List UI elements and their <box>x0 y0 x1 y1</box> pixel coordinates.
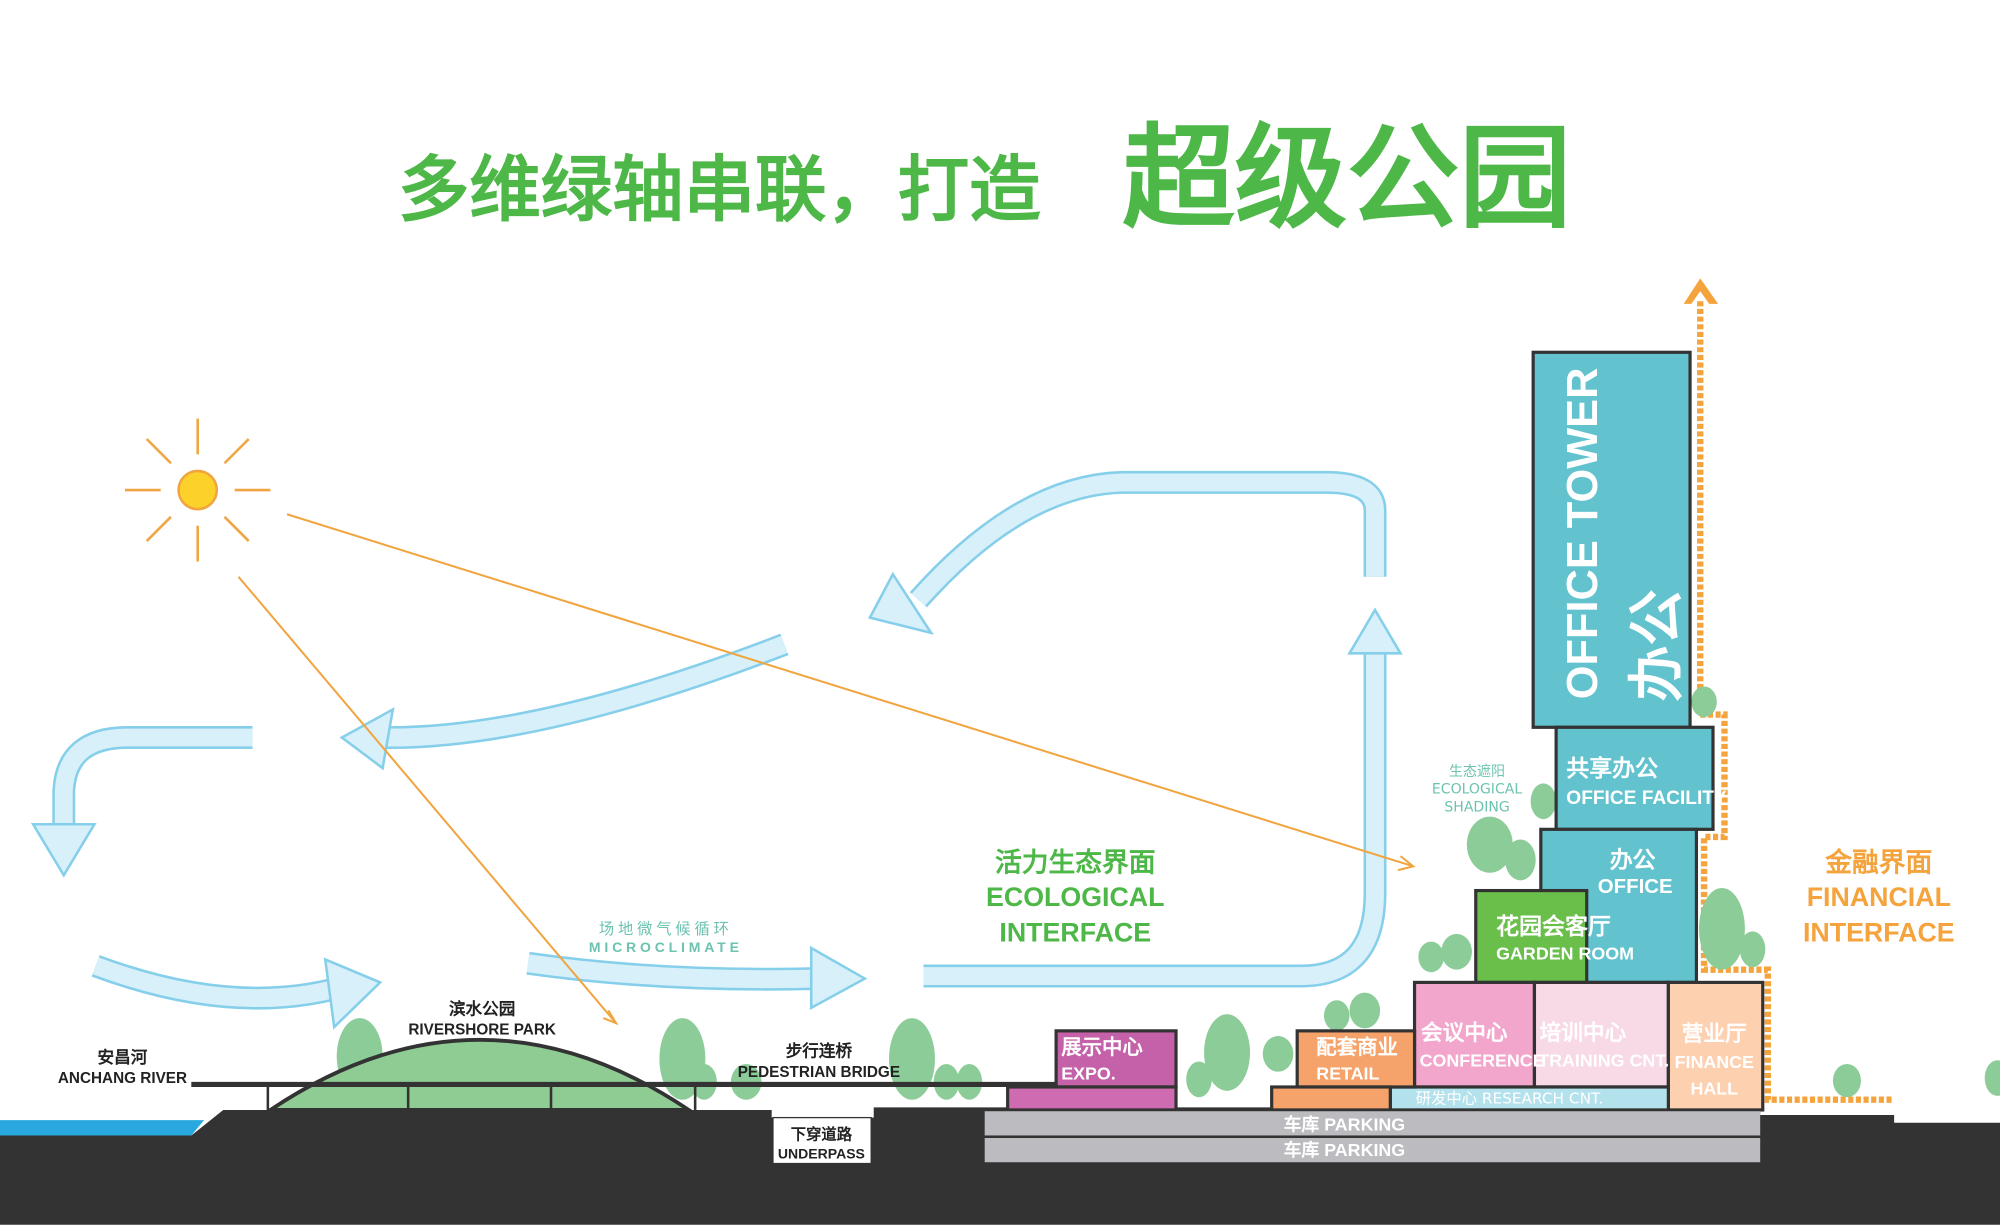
microclimate-en: MICROCLIMATE <box>589 939 743 955</box>
shading-cn: 生态遮阳 <box>1449 764 1505 780</box>
training-en: TRAINING CNT. <box>1538 1051 1669 1071</box>
financial-interface-cn: 金融界面 <box>1824 846 1932 877</box>
parking1-label: 车库 PARKING <box>1284 1113 1406 1134</box>
facility-cn: 共享办公 <box>1566 755 1658 781</box>
title-part1: 多维绿轴串联，打造 <box>398 151 1041 231</box>
office-tower <box>1531 350 1692 729</box>
office-cn: 办公 <box>1610 847 1656 873</box>
garden-en: GARDEN ROOM <box>1496 943 1634 963</box>
bridge-cn: 步行连桥 <box>786 1040 853 1060</box>
office-en: OFFICE <box>1598 876 1673 898</box>
finance-cn: 营业厅 <box>1682 1021 1747 1046</box>
tower-cn: 办公 <box>1625 590 1688 702</box>
shading-en1: ECOLOGICAL <box>1432 782 1522 798</box>
finance-en1: FINANCE <box>1675 1052 1754 1072</box>
retail-en: RETAIL <box>1316 1063 1379 1083</box>
microclimate-cn: 场地微气候循环 <box>599 920 733 938</box>
underpass-en: UNDERPASS <box>778 1145 865 1161</box>
expo-lower <box>1006 1085 1178 1112</box>
research-label: 研发中心 RESEARCH CNT. <box>1416 1090 1604 1108</box>
tower-en: OFFICE TOWER <box>1559 368 1607 700</box>
conference-cn: 会议中心 <box>1421 1020 1508 1045</box>
pedestrian-bridge <box>191 1081 1059 1110</box>
underpass-cn: 下穿道路 <box>791 1125 853 1143</box>
financial-interface-path <box>1697 301 1895 1103</box>
shading-en2: SHADING <box>1444 799 1509 815</box>
ground <box>0 1107 2000 1225</box>
underpass-box <box>772 1116 872 1165</box>
finance-en2: HALL <box>1690 1079 1738 1099</box>
riverside-park-dome <box>264 1037 696 1112</box>
training-cn: 培训中心 <box>1540 1020 1627 1045</box>
river-en: ANCHANG RIVER <box>58 1070 187 1087</box>
park-cn: 滨水公园 <box>449 998 515 1018</box>
bridge-en: PEDESTRIAN BRIDGE <box>738 1064 900 1081</box>
trees <box>336 686 2000 1100</box>
park-en: RIVERSHORE PARK <box>408 1022 556 1039</box>
conference-en: CONFERENCE <box>1420 1051 1545 1071</box>
wind-arrows <box>30 470 1403 1030</box>
expo-cn: 展示中心 <box>1061 1035 1143 1059</box>
river-cn: 安昌河 <box>98 1047 148 1067</box>
up-arrow-icon <box>1683 278 1719 304</box>
eco-interface-en1: ECOLOGICAL <box>986 882 1164 912</box>
river <box>0 1120 205 1136</box>
expo-en: EXPO. <box>1061 1063 1116 1083</box>
facility-en: OFFICE FACILITY <box>1566 788 1727 809</box>
eco-interface-en2: INTERFACE <box>999 918 1151 948</box>
parking-level-1 <box>984 1111 1761 1136</box>
garden-room <box>1474 888 1589 984</box>
office-facility <box>1554 725 1715 831</box>
retail-cn: 配套商业 <box>1316 1035 1398 1059</box>
sun-icon <box>125 418 271 562</box>
sunlight-rays <box>237 513 1416 1026</box>
expo-center <box>1054 1029 1178 1089</box>
garden-cn: 花园会客厅 <box>1496 913 1611 939</box>
financial-interface-en1: FINANCIAL <box>1807 882 1951 912</box>
financial-interface-en2: INTERFACE <box>1803 918 1955 948</box>
parking2-label: 车库 PARKING <box>1284 1139 1406 1160</box>
title-part2: 超级公园 <box>1122 115 1571 241</box>
finance-hall <box>1666 980 1765 1112</box>
parking-level-2 <box>984 1138 1761 1163</box>
retail-lower <box>1270 1085 1392 1112</box>
eco-interface-cn: 活力生态界面 <box>995 847 1156 877</box>
conference-center <box>1412 980 1537 1089</box>
training-center <box>1532 980 1670 1089</box>
